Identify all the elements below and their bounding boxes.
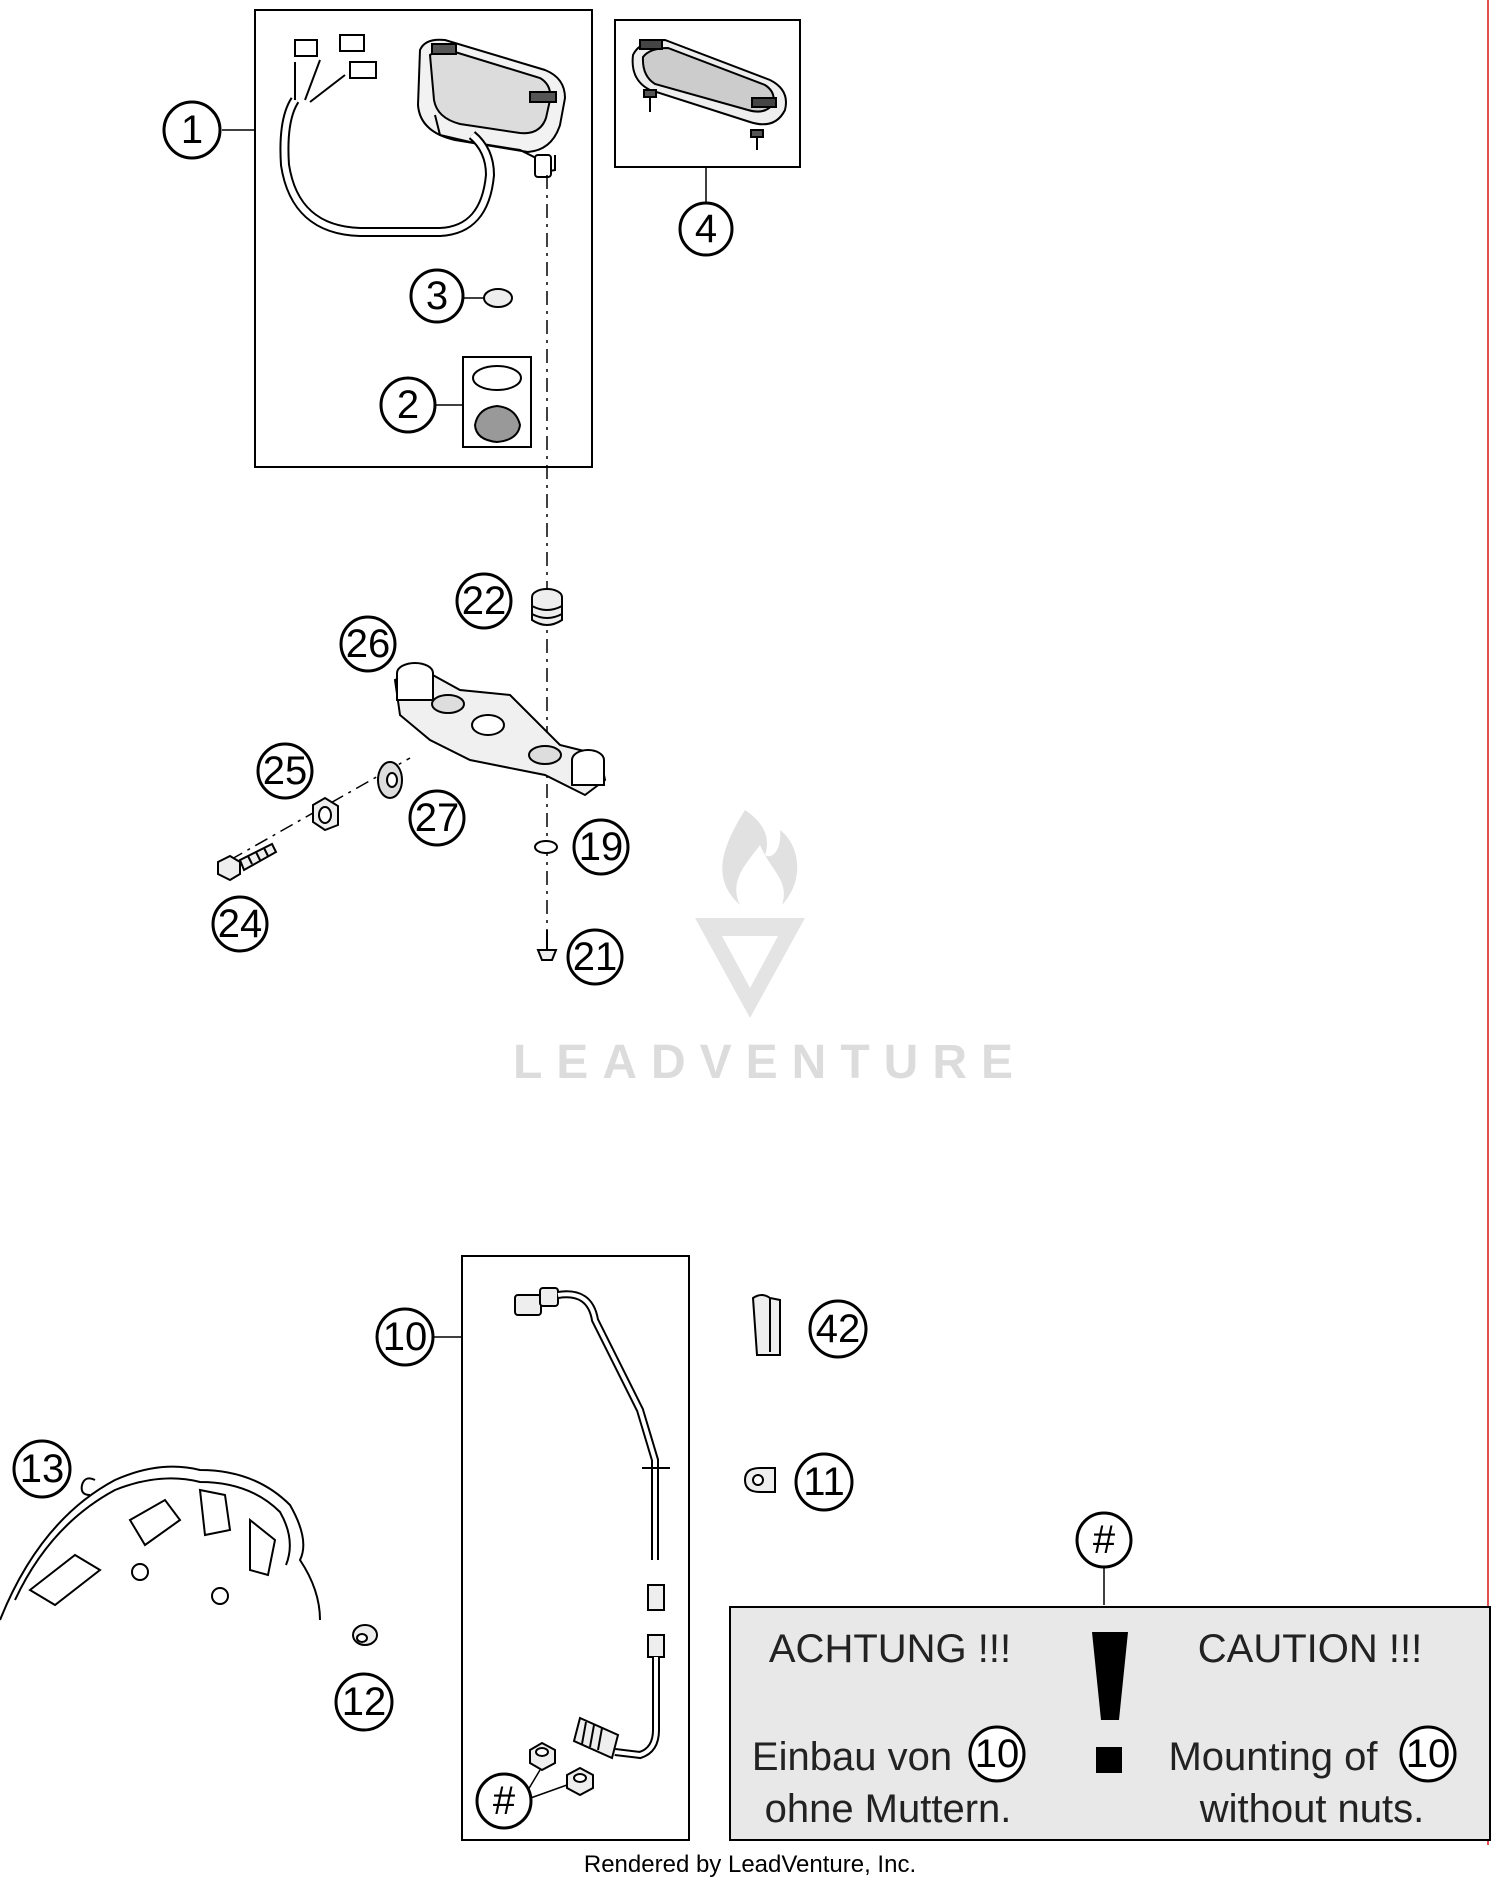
bushing-drawing: [312, 796, 339, 832]
svg-text:10: 10: [975, 1732, 1020, 1776]
callout-24[interactable]: 24: [211, 895, 269, 953]
clip-42-drawing: [751, 1294, 781, 1356]
grommet-part-drawing: [531, 588, 563, 626]
clamp-11-drawing: [743, 1467, 776, 1493]
nuts-drawing: [529, 1741, 594, 1797]
footer-credit: Rendered by LeadVenture, Inc.: [584, 1851, 916, 1878]
seal-ring-drawing: [472, 365, 522, 391]
watermark-text: LEADVENTURE: [513, 1036, 1027, 1089]
speedometer-cover-drawing: [631, 38, 787, 150]
assembly-axis-left: [229, 757, 411, 861]
caution-english-line2: without nuts.: [1199, 1787, 1425, 1831]
svg-text:4: 4: [695, 207, 717, 251]
sensor-kit-box: [461, 1255, 690, 1841]
svg-text:10: 10: [1406, 1732, 1451, 1776]
svg-text:19: 19: [579, 825, 624, 869]
svg-text:21: 21: [573, 935, 618, 979]
caution-panel: ACHTUNG !!! Einbau von 10 ohne Muttern. …: [729, 1606, 1491, 1841]
caution-english-ref: 10: [1399, 1725, 1457, 1783]
callout-2[interactable]: 2: [379, 376, 437, 434]
callout-hash-bottom[interactable]: #: [475, 1772, 533, 1830]
svg-text:24: 24: [218, 902, 263, 946]
callout-4[interactable]: 4: [678, 201, 734, 257]
callout-26[interactable]: 26: [339, 615, 397, 673]
brake-disc-drawing: [0, 1465, 321, 1621]
callout-hash-top[interactable]: #: [1075, 1511, 1133, 1569]
svg-text:27: 27: [415, 796, 460, 840]
callout-1[interactable]: 1: [162, 100, 222, 160]
callout-42[interactable]: 42: [808, 1299, 868, 1359]
callout-11[interactable]: 11: [794, 1452, 854, 1512]
part-2-box: [462, 356, 532, 448]
svg-text:1: 1: [181, 108, 203, 152]
callout-19[interactable]: 19: [572, 818, 630, 876]
svg-text:26: 26: [346, 622, 391, 666]
svg-text:#: #: [493, 1779, 516, 1823]
svg-text:22: 22: [462, 579, 507, 623]
callout-12[interactable]: 12: [334, 1672, 394, 1732]
watermark-logo: LEADVENTURE: [513, 810, 1027, 1089]
callout-13[interactable]: 13: [12, 1439, 72, 1499]
callout-25[interactable]: 25: [256, 742, 314, 800]
speedometer-bracket-drawing: [393, 662, 607, 797]
callout-21[interactable]: 21: [566, 928, 624, 986]
svg-text:#: #: [1093, 1518, 1116, 1562]
caution-english-line1: Mounting of: [1168, 1735, 1378, 1779]
spacer-12-drawing: [352, 1624, 378, 1646]
svg-text:2: 2: [397, 383, 419, 427]
screw-24-drawing: [217, 842, 278, 882]
cap-part-drawing: [483, 288, 513, 308]
caution-english-title: CAUTION !!!: [1198, 1627, 1422, 1671]
caution-german-line1: Einbau von: [752, 1735, 952, 1779]
callout-10[interactable]: 10: [375, 1307, 435, 1367]
exclamation-icon: [1092, 1632, 1128, 1773]
svg-text:10: 10: [383, 1315, 428, 1359]
speedometer-kit-box: [254, 9, 593, 468]
washer-drawing: [534, 840, 558, 854]
speedometer-unit-drawing: [279, 34, 567, 237]
rubber-buffer-drawing: [377, 761, 403, 799]
svg-text:42: 42: [816, 1307, 861, 1351]
svg-text:25: 25: [263, 749, 308, 793]
speedometer-cover-box: [614, 19, 801, 168]
callout-22[interactable]: 22: [455, 572, 513, 630]
callout-3[interactable]: 3: [409, 268, 465, 324]
caution-german-ref: 10: [968, 1725, 1026, 1783]
cover-drawing: [473, 404, 522, 444]
caution-german-line2: ohne Muttern.: [765, 1787, 1012, 1831]
caution-german-title: ACHTUNG !!!: [769, 1627, 1011, 1671]
svg-text:13: 13: [20, 1447, 65, 1491]
svg-text:12: 12: [342, 1680, 387, 1724]
leader-lines: [222, 129, 1105, 1605]
svg-text:11: 11: [803, 1460, 845, 1504]
callout-27[interactable]: 27: [408, 789, 466, 847]
screw-21-drawing: [536, 930, 558, 961]
speed-sensor-drawing: [514, 1287, 670, 1760]
svg-text:3: 3: [426, 274, 448, 318]
